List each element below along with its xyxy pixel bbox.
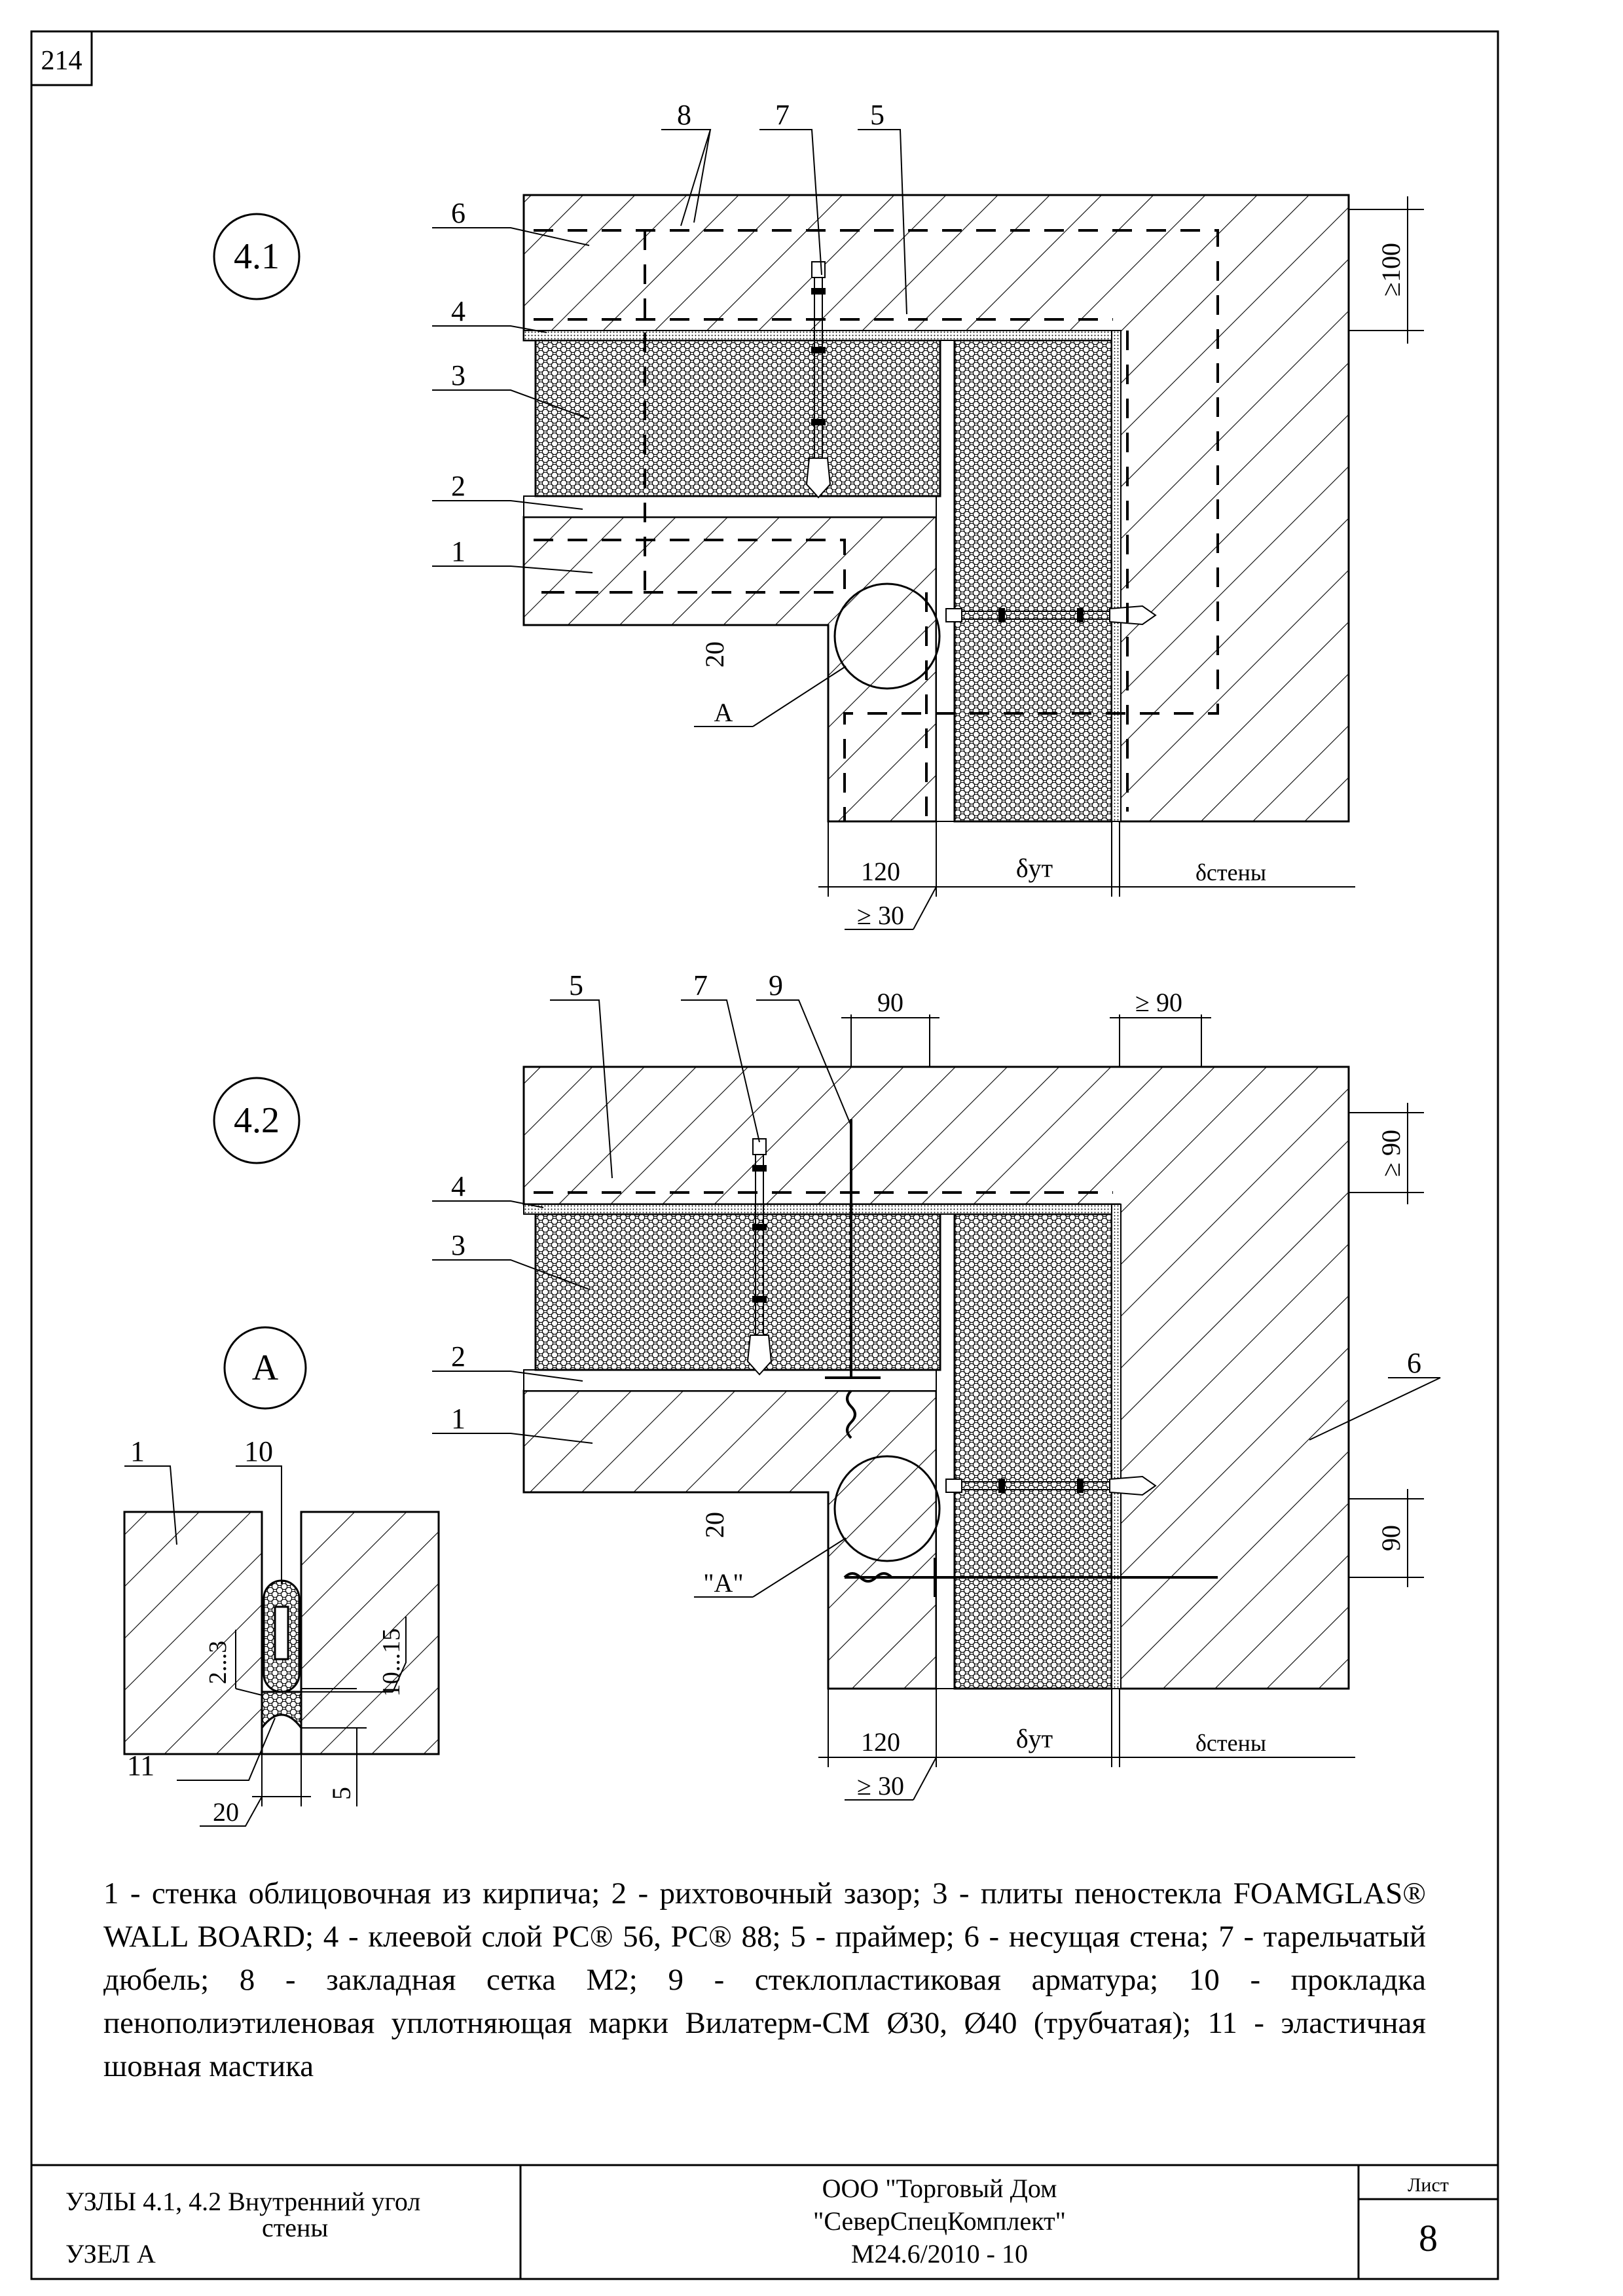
dim-ge100: ≥100 bbox=[1376, 243, 1406, 296]
detail-a-leader bbox=[752, 666, 847, 727]
title-nodes: УЗЛЫ 4.1, 4.2 Внутренний угол bbox=[65, 2187, 421, 2216]
callout-5: 5 bbox=[870, 99, 884, 131]
callout-6-b: 6 bbox=[1407, 1347, 1421, 1379]
dim-ge30: ≥ 30 bbox=[857, 901, 904, 930]
foamglass-board-vertical bbox=[953, 339, 1113, 823]
dim-ge30-b: ≥ 30 bbox=[857, 1771, 904, 1801]
callout-3-b: 3 bbox=[451, 1229, 465, 1261]
node-4-1: 4.1 А bbox=[213, 99, 1424, 930]
sheet-label: Лист bbox=[1408, 2174, 1449, 2196]
dim-ge90-top: ≥ 90 bbox=[1135, 988, 1182, 1017]
node-4-1-label: 4.1 bbox=[234, 236, 280, 277]
sheet-number: 8 bbox=[1419, 2217, 1438, 2259]
title-corner: стены bbox=[262, 2213, 329, 2242]
dim-2-3: 2...3 bbox=[204, 1641, 232, 1685]
page-frame bbox=[30, 30, 1499, 2280]
detail-a-ref-2: "А" bbox=[703, 1568, 744, 1598]
dim-90-top: 90 bbox=[877, 988, 903, 1017]
node-a-label: A bbox=[252, 1348, 279, 1388]
adhesive-layer-2 bbox=[523, 1204, 1112, 1215]
adhesive-layer-horizontal bbox=[523, 330, 1112, 341]
callout-6: 6 bbox=[451, 197, 465, 229]
callout-4-b: 4 bbox=[451, 1170, 465, 1202]
detail-a-circle-2 bbox=[833, 1455, 941, 1562]
adhesive-layer-vertical bbox=[1111, 330, 1122, 822]
callout-4: 4 bbox=[451, 295, 465, 327]
callout-1: 1 bbox=[451, 535, 465, 567]
callout-1-b: 1 bbox=[451, 1403, 465, 1435]
foamglass-board-horizontal-2 bbox=[534, 1213, 941, 1371]
dim-5: 5 bbox=[327, 1787, 356, 1800]
title-block bbox=[31, 2164, 1498, 2279]
callout-7: 7 bbox=[775, 99, 790, 131]
dim-20-a: 20 bbox=[213, 1797, 239, 1827]
detail-a-ref: А bbox=[714, 698, 733, 727]
callout-7-b: 7 bbox=[693, 969, 708, 1001]
callout-10: 10 bbox=[244, 1435, 273, 1467]
node-a-marker bbox=[223, 1326, 307, 1410]
dim-10-15: 10...15 bbox=[378, 1628, 405, 1697]
rectification-gap-2 bbox=[523, 1369, 937, 1391]
legend: 1 - стенка облицовочная из кирпича; 2 - … bbox=[103, 1876, 1426, 2083]
rectification-gap bbox=[523, 495, 937, 518]
node-4-2: 4.2 "А" bbox=[213, 969, 1441, 1801]
org-line-2: "СеверСпецКомплект" bbox=[813, 2206, 1066, 2236]
foamglass-board-horizontal bbox=[534, 339, 941, 497]
title-node-a: УЗЕЛ А bbox=[65, 2239, 156, 2269]
callout-2-b: 2 bbox=[451, 1340, 465, 1372]
callout-1-a: 1 bbox=[130, 1435, 145, 1467]
embedded-mesh bbox=[534, 229, 1219, 821]
callout-9: 9 bbox=[769, 969, 783, 1001]
node-4-2-marker bbox=[213, 1077, 301, 1164]
foamglass-board-vertical-2 bbox=[953, 1213, 1113, 1690]
brick-facing-wall-2 bbox=[522, 1390, 938, 1690]
org-line-1: ООО "Торговый Дом bbox=[822, 2174, 1057, 2203]
callout-2: 2 bbox=[451, 470, 465, 502]
brick-left bbox=[123, 1511, 263, 1755]
dim-90-right: 90 bbox=[1376, 1525, 1406, 1551]
fiberglass-rebar bbox=[825, 1119, 1218, 1597]
dim-20-b: 20 bbox=[700, 1512, 729, 1538]
dim-20: 20 bbox=[700, 641, 729, 668]
dim-wall-thickness-b: δстены bbox=[1195, 1730, 1266, 1756]
callout-11: 11 bbox=[127, 1749, 155, 1782]
node-a: A 1 10 11 2...3 bbox=[123, 1326, 440, 1827]
page-number-box bbox=[30, 30, 93, 86]
dim-insulation-thickness: δут bbox=[1016, 853, 1053, 883]
doc-code: М24.6/2010 - 10 bbox=[851, 2239, 1028, 2269]
brick-right bbox=[300, 1511, 440, 1755]
brick-facing-wall bbox=[522, 516, 938, 823]
dim-120-b: 120 bbox=[861, 1727, 900, 1757]
dim-insulation-thickness-b: δут bbox=[1016, 1724, 1053, 1753]
dim-wall-thickness: δстены bbox=[1195, 859, 1266, 886]
page-number: 214 bbox=[41, 46, 82, 76]
node-4-1-marker bbox=[213, 213, 301, 300]
detail-a-circle bbox=[833, 583, 941, 690]
callout-5-b: 5 bbox=[569, 969, 583, 1001]
dim-ge90-right: ≥ 90 bbox=[1376, 1130, 1406, 1177]
callout-8: 8 bbox=[677, 99, 691, 131]
node-4-2-label: 4.2 bbox=[234, 1100, 280, 1141]
dim-120: 120 bbox=[861, 857, 900, 886]
callout-3: 3 bbox=[451, 359, 465, 391]
